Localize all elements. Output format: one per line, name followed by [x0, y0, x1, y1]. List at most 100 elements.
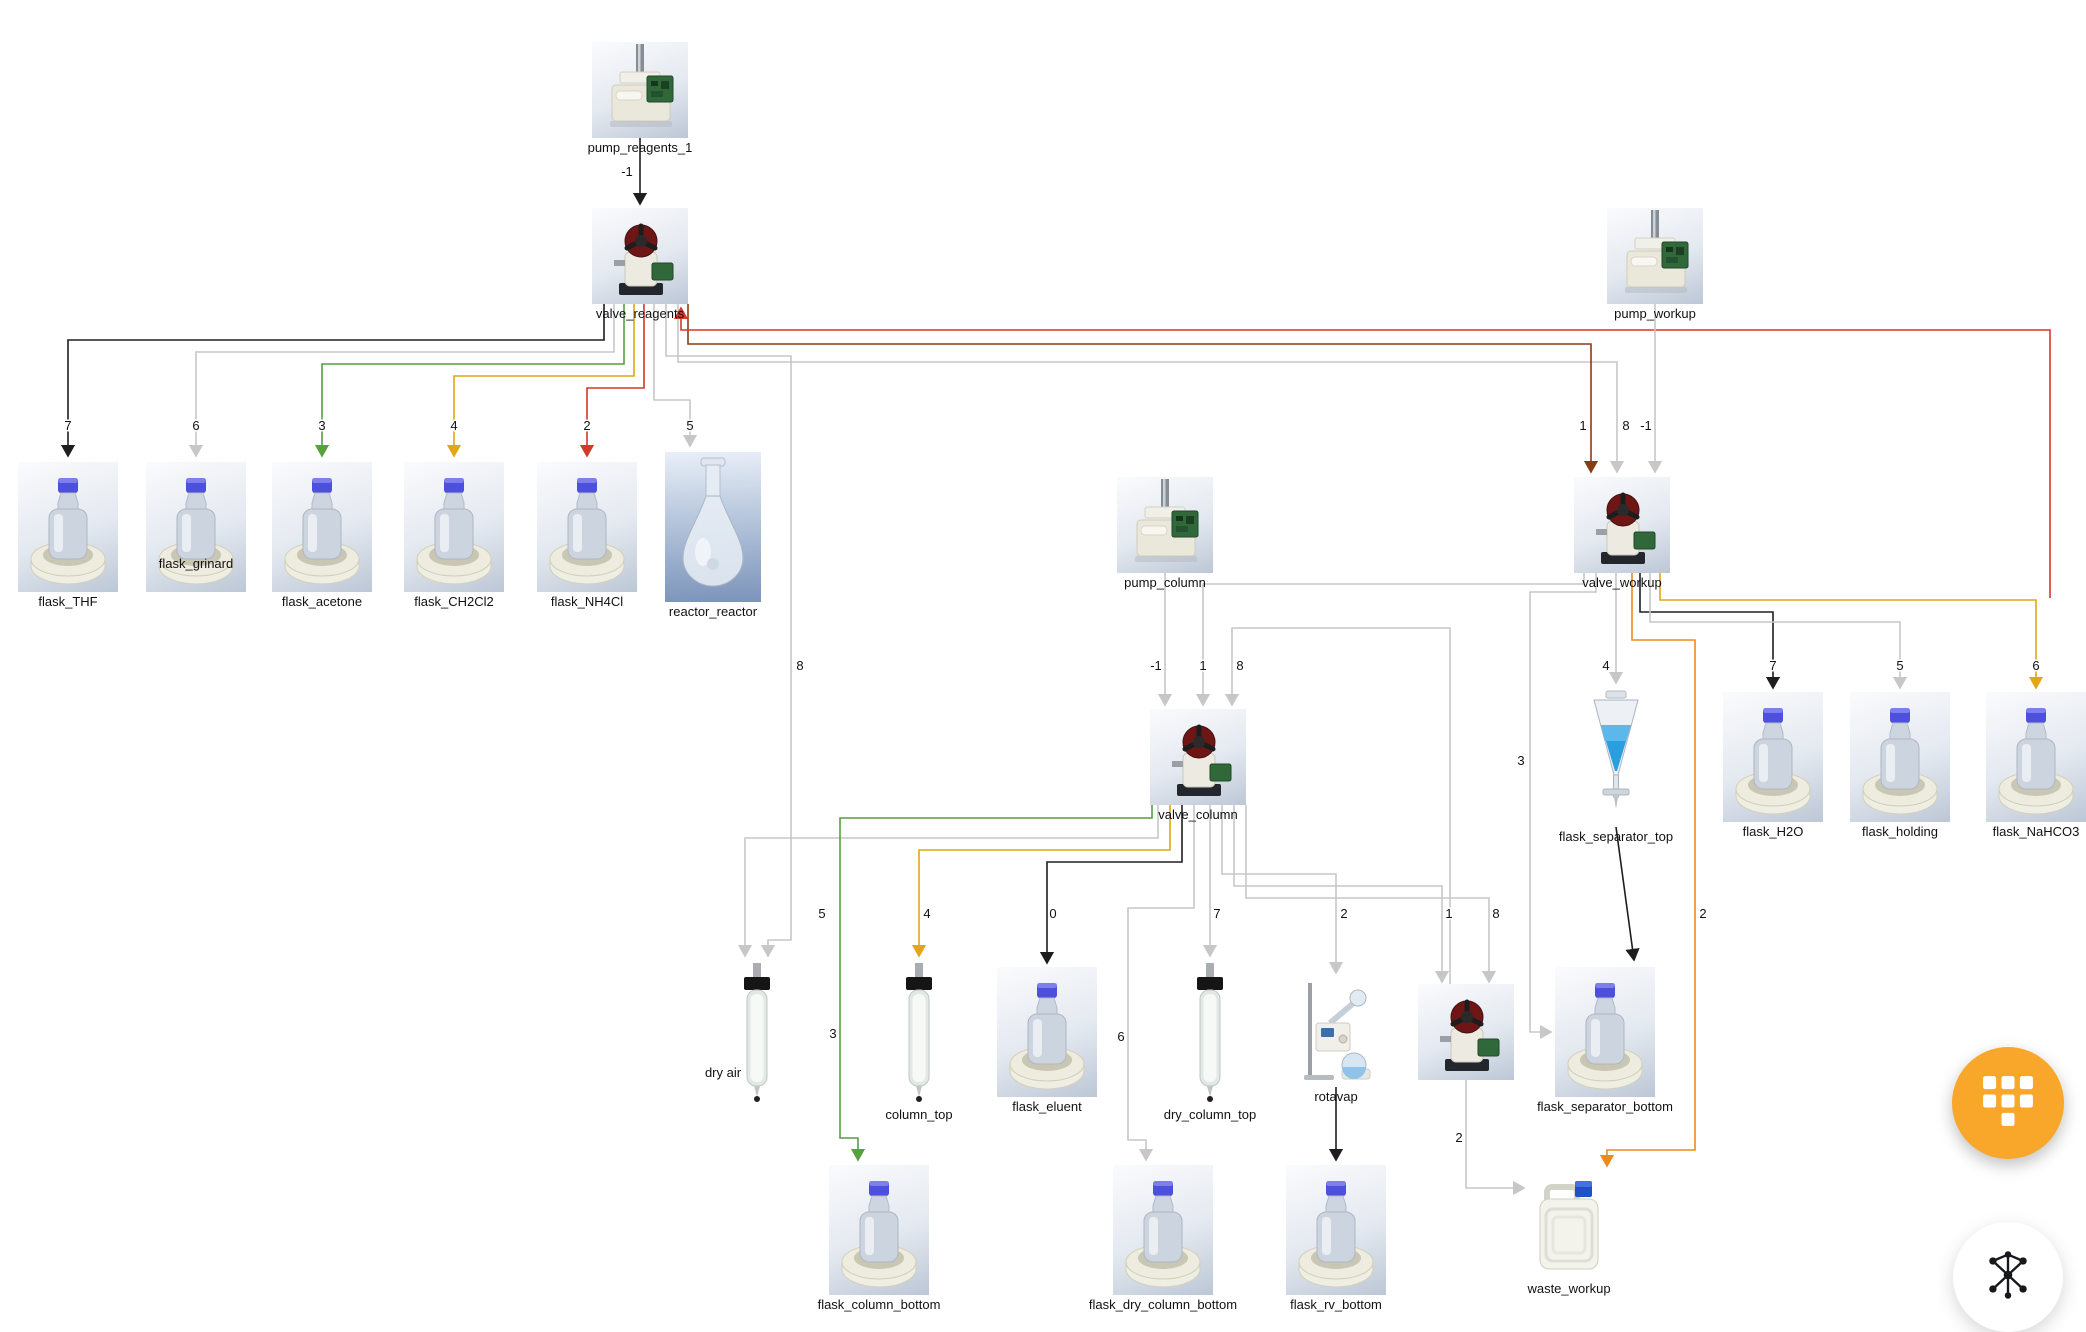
edge-label: -1 — [1150, 658, 1162, 673]
node-dry_air[interactable]: dry air — [705, 960, 781, 1105]
edge-label: 1 — [1579, 418, 1586, 433]
node-label: reactor_reactor — [668, 604, 758, 619]
edge-label: -1 — [1640, 418, 1652, 433]
edge-valve_workup-valve_column — [1195, 573, 1585, 707]
node-flask_dry_column_bottom[interactable]: flask_dry_column_bottom — [1089, 1165, 1237, 1312]
edge-label: 8 — [796, 658, 803, 673]
edge-label: 6 — [2032, 658, 2039, 673]
edge-valve_workup-waste_workup — [1599, 573, 1696, 1168]
ai-fab-button[interactable] — [1953, 1222, 2063, 1332]
edge-label: 1 — [1445, 906, 1452, 921]
node-pump_reagents_1[interactable]: pump_reagents_1 — [588, 42, 692, 155]
node-label: valve_column — [1158, 807, 1238, 822]
edge-label: 5 — [818, 906, 825, 921]
node-flask_holding[interactable]: flask_holding — [1850, 692, 1950, 839]
node-label: flask_NH4Cl — [550, 594, 624, 609]
edge-valve_column-column_top — [911, 805, 1171, 958]
edge-label: 6 — [1117, 1029, 1124, 1044]
edge-label: 8 — [1236, 658, 1243, 673]
edge-label: 5 — [1896, 658, 1903, 673]
node-flask_CH2Cl2[interactable]: flask_CH2Cl2 — [404, 462, 504, 609]
edge-label: 3 — [829, 1026, 836, 1041]
edge-label: 0 — [1049, 906, 1056, 921]
node-valve_workup[interactable]: valve_workup — [1574, 477, 1670, 590]
edge-valve_reagents-dry_air — [665, 304, 792, 958]
edge-valve_column-flask_dry_column_bottom — [1127, 805, 1195, 1162]
edge-valve_reagents-valve_workup — [687, 304, 1599, 474]
edge-label: 8 — [1492, 906, 1499, 921]
edge-valve_workup-flask_separator_bottom — [1529, 573, 1597, 1040]
edge-valve_column-dry_air — [737, 805, 1159, 958]
neural-network-icon — [1980, 1247, 2036, 1308]
edge-label: 2 — [1455, 1130, 1462, 1145]
node-flask_separator_bottom[interactable]: flask_separator_bottom — [1537, 967, 1673, 1114]
edge-valve_workup-flask_holding — [1649, 573, 1908, 690]
edge-valve_column-rotavap — [1221, 805, 1344, 975]
node-label: waste_workup — [1527, 1281, 1611, 1296]
edge-label: 2 — [583, 418, 590, 433]
node-label: flask_holding — [1862, 824, 1938, 839]
node-flask_column_bottom[interactable]: flask_column_bottom — [818, 1165, 940, 1312]
edge-valve_reagents-valve_workup — [677, 304, 1625, 474]
node-label: flask_acetone — [281, 594, 363, 609]
edge-valve_column-valve_extra — [1245, 805, 1497, 984]
edge-label: 3 — [1517, 753, 1524, 768]
node-label: flask_NaHCO3 — [1992, 824, 2080, 839]
node-label: pump_workup — [1614, 306, 1696, 321]
node-pump_workup[interactable]: pump_workup — [1607, 208, 1703, 321]
node-flask_grinard[interactable]: flask_grinard — [146, 462, 246, 592]
edge-flask_separator_top-flask_separator_bottom — [1615, 826, 1640, 962]
edge-label: 4 — [1602, 658, 1609, 673]
edge-label: 4 — [923, 906, 930, 921]
node-label: dry air — [704, 1064, 742, 1080]
node-label: pump_reagents_1 — [587, 140, 693, 155]
node-valve_column[interactable]: valve_column — [1150, 709, 1246, 822]
edge-label: -1 — [621, 164, 633, 179]
edge-label: 7 — [64, 418, 71, 433]
edge-valve_workup-flask_H2O — [1639, 573, 1781, 690]
node-waste_workup[interactable]: waste_workup — [1527, 1169, 1611, 1296]
node-flask_rv_bottom[interactable]: flask_rv_bottom — [1286, 1165, 1386, 1312]
edge-valve_column-valve_extra — [1233, 805, 1450, 984]
edge-valve_reagents-flask_NH4Cl — [579, 304, 645, 458]
edge-valve_reagents-flask_CH2Cl2 — [446, 304, 635, 458]
edge-valve_column-flask_eluent — [1039, 805, 1183, 965]
node-flask_NH4Cl[interactable]: flask_NH4Cl — [537, 462, 637, 609]
edge-valve_extra-valve_column — [1224, 627, 1451, 984]
node-label: flask_rv_bottom — [1290, 1297, 1382, 1312]
node-label: valve_reagents — [595, 306, 685, 321]
node-flask_THF[interactable]: flask_THF — [18, 462, 118, 609]
node-label: dry_column_top — [1163, 1106, 1257, 1122]
edge-label: 7 — [1213, 906, 1220, 921]
node-label: rotavap — [1314, 1089, 1358, 1104]
node-label: flask_dry_column_bottom — [1088, 1297, 1238, 1312]
node-flask_NaHCO3[interactable]: flask_NaHCO3 — [1986, 692, 2086, 839]
node-label: flask_separator_bottom — [1537, 1099, 1673, 1114]
node-valve_reagents[interactable]: valve_reagents — [592, 208, 688, 321]
node-valve_extra[interactable] — [1418, 984, 1514, 1080]
edge-valve_workup-valve_reagents — [673, 306, 2051, 598]
node-flask_H2O[interactable]: flask_H2O — [1723, 692, 1823, 839]
edge-label: 2 — [1699, 906, 1706, 921]
edge-label: 6 — [192, 418, 199, 433]
node-label: flask_eluent — [1012, 1099, 1082, 1114]
node-flask_separator_top[interactable]: flask_separator_top — [1559, 687, 1673, 844]
node-label: flask_column_bottom — [817, 1297, 941, 1312]
node-flask_acetone[interactable]: flask_acetone — [272, 462, 372, 609]
edge-valve_reagents-reactor_reactor — [653, 304, 698, 448]
grid-dots-icon — [1982, 1075, 2034, 1132]
node-flask_eluent[interactable]: flask_eluent — [997, 967, 1097, 1114]
node-label: flask_grinard — [158, 556, 234, 571]
node-rotavap[interactable]: rotavap — [1296, 977, 1376, 1104]
node-column_top[interactable]: column_top — [885, 960, 953, 1121]
node-dry_column_top[interactable]: dry_column_top — [1164, 960, 1256, 1121]
edge-valve_workup-flask_NaHCO3 — [1659, 573, 2044, 690]
node-label: flask_THF — [38, 594, 98, 609]
node-pump_column[interactable]: pump_column — [1117, 477, 1213, 590]
grid-fab-button[interactable] — [1952, 1047, 2064, 1159]
node-label: flask_separator_top — [1558, 829, 1674, 844]
node-reactor_reactor[interactable]: reactor_reactor — [665, 452, 761, 619]
